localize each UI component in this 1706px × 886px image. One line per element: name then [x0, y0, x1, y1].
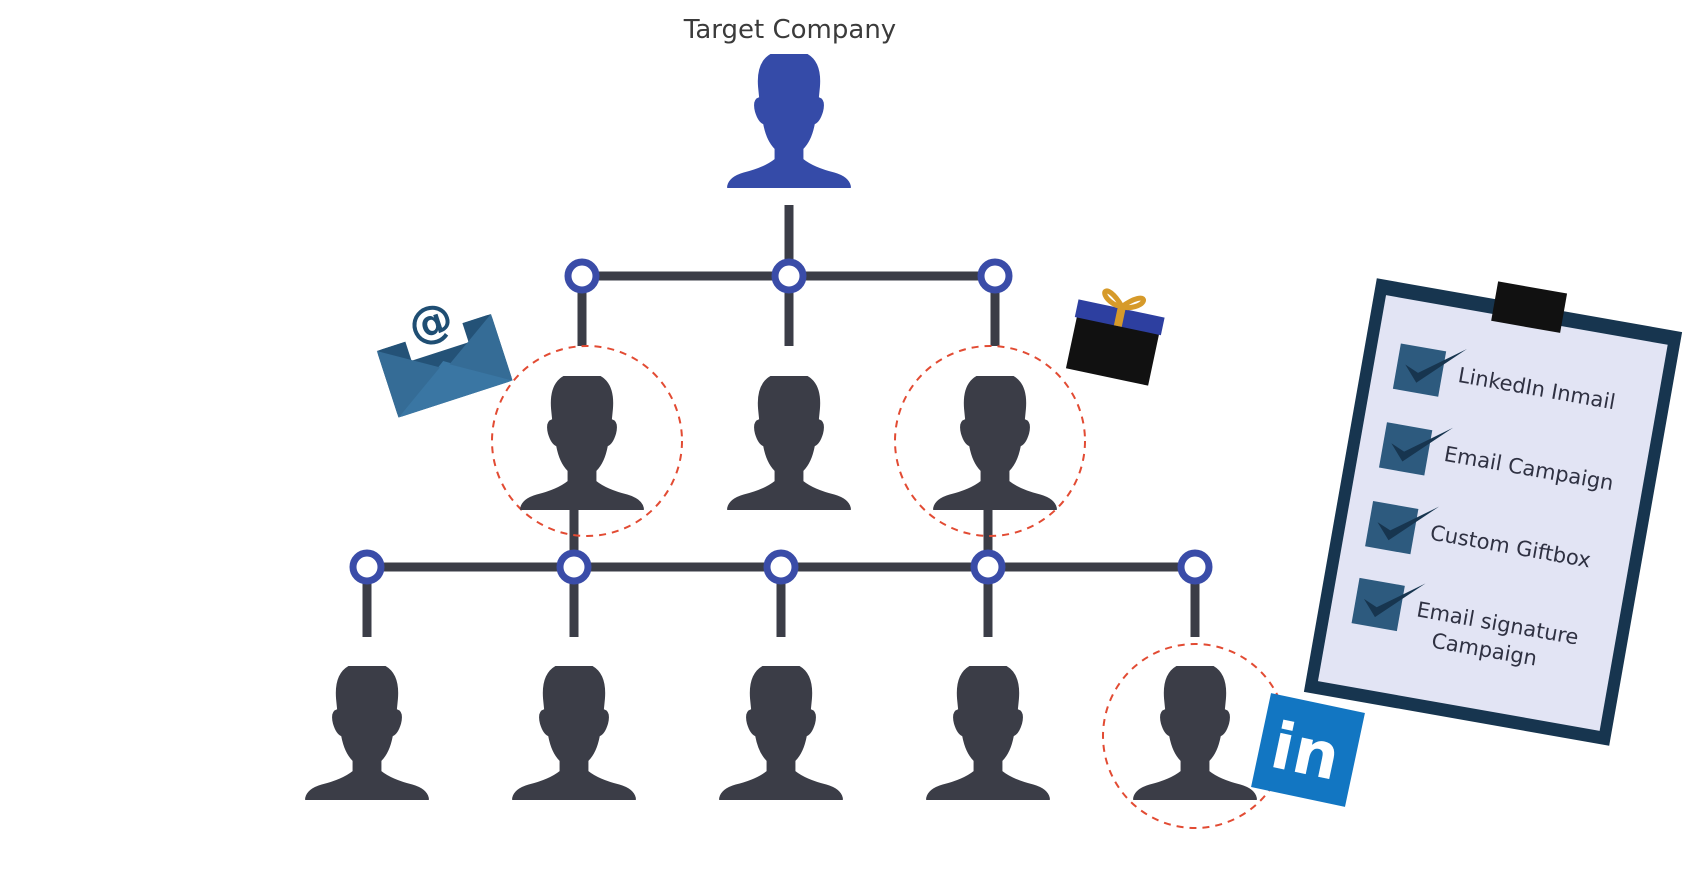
person-icon [727, 376, 851, 510]
junction-node [977, 258, 1013, 294]
person-icon [933, 376, 1057, 510]
checkmark-icon [1363, 583, 1426, 618]
person-icon [719, 666, 843, 800]
checkmark-icon [1405, 348, 1467, 383]
junction-node [556, 549, 592, 585]
checkbox-icon [1351, 577, 1405, 632]
email-icon: @ [376, 285, 513, 418]
junction-node [1177, 549, 1213, 585]
junction-node [564, 258, 600, 294]
highlight-circle [491, 345, 683, 537]
junction-node [763, 549, 799, 585]
checkbox-icon [1365, 501, 1419, 555]
checkmark-icon [1377, 506, 1440, 541]
person-icon [520, 376, 644, 510]
person-icon [512, 666, 636, 800]
person-icon-ceo [727, 54, 851, 188]
linkedin-icon: in [1251, 693, 1365, 807]
checkbox-icon [1378, 422, 1433, 476]
highlight-circle [894, 345, 1086, 537]
clipboard-icon: LinkedIn Inmail Email Campaign Custom Gi… [1303, 278, 1683, 746]
linkedin-label: in [1265, 709, 1346, 795]
diagram-title: Target Company [683, 15, 896, 45]
junction-node [771, 258, 807, 294]
gift-box-icon [1065, 288, 1165, 386]
checkbox-icon [1392, 343, 1447, 397]
checkmark-icon [1391, 427, 1454, 462]
person-icon [926, 666, 1050, 800]
junction-node [349, 549, 385, 585]
checklist: LinkedIn Inmail Email Campaign Custom Gi… [1351, 343, 1617, 671]
junction-node [970, 549, 1006, 585]
person-icon [305, 666, 429, 800]
person-icon [1133, 666, 1257, 800]
